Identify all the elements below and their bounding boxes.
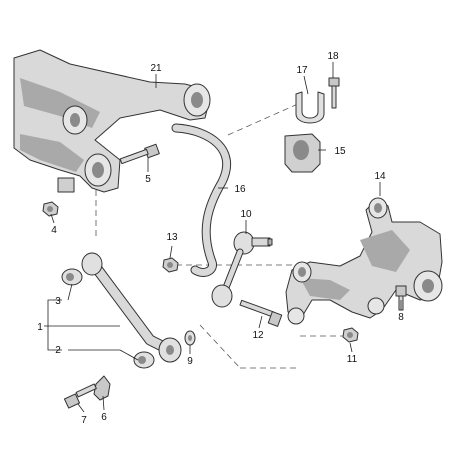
- item-1-bracket: [44, 299, 120, 351]
- callout-4: 4: [51, 225, 57, 236]
- link-bush-inner: [61, 268, 83, 286]
- housing-nut: [342, 327, 359, 343]
- callout-labels: 1 2 3 4 5 6 7 8 9 10 11 12 13 14 15 16 1…: [37, 51, 404, 426]
- anti-roll-bar: [171, 123, 232, 277]
- callout-17: 17: [296, 65, 308, 76]
- callout-13: 13: [166, 232, 178, 243]
- rear-subframe: [13, 49, 211, 193]
- callout-11: 11: [347, 354, 358, 365]
- transverse-link: [81, 252, 182, 363]
- wheel-bearing-housing: [285, 197, 443, 325]
- clamp-bolt: [328, 77, 340, 109]
- coupling-rod: [211, 231, 273, 308]
- callout-18: 18: [327, 51, 339, 62]
- callout-16: 16: [234, 184, 246, 195]
- callout-3: 3: [55, 296, 61, 307]
- callout-6: 6: [101, 412, 107, 423]
- anti-roll-bar-bush: [284, 133, 321, 173]
- coupling-rod-bolt: [239, 299, 283, 327]
- callout-12: 12: [252, 330, 264, 341]
- link-bush-outer: [133, 351, 155, 369]
- callout-8: 8: [398, 312, 404, 323]
- callout-1: 1: [37, 322, 43, 333]
- leader-lines: [50, 62, 402, 413]
- eccentric-washer: [184, 330, 196, 346]
- anti-roll-bar-nut: [162, 257, 179, 273]
- callout-2: 2: [55, 345, 61, 356]
- callout-9: 9: [187, 356, 193, 367]
- callout-5: 5: [145, 174, 151, 185]
- callout-10: 10: [240, 209, 252, 220]
- callout-7: 7: [81, 415, 87, 426]
- subframe-bolt: [119, 143, 160, 165]
- assembly-reference-lines: [95, 102, 350, 369]
- callout-21: 21: [150, 63, 162, 74]
- callout-15: 15: [334, 146, 346, 157]
- callout-14: 14: [374, 171, 386, 182]
- subframe-nut: [42, 201, 59, 217]
- bush-clamp: [295, 91, 325, 124]
- link-bolt: [63, 383, 97, 409]
- eccentric-plate: [93, 375, 111, 401]
